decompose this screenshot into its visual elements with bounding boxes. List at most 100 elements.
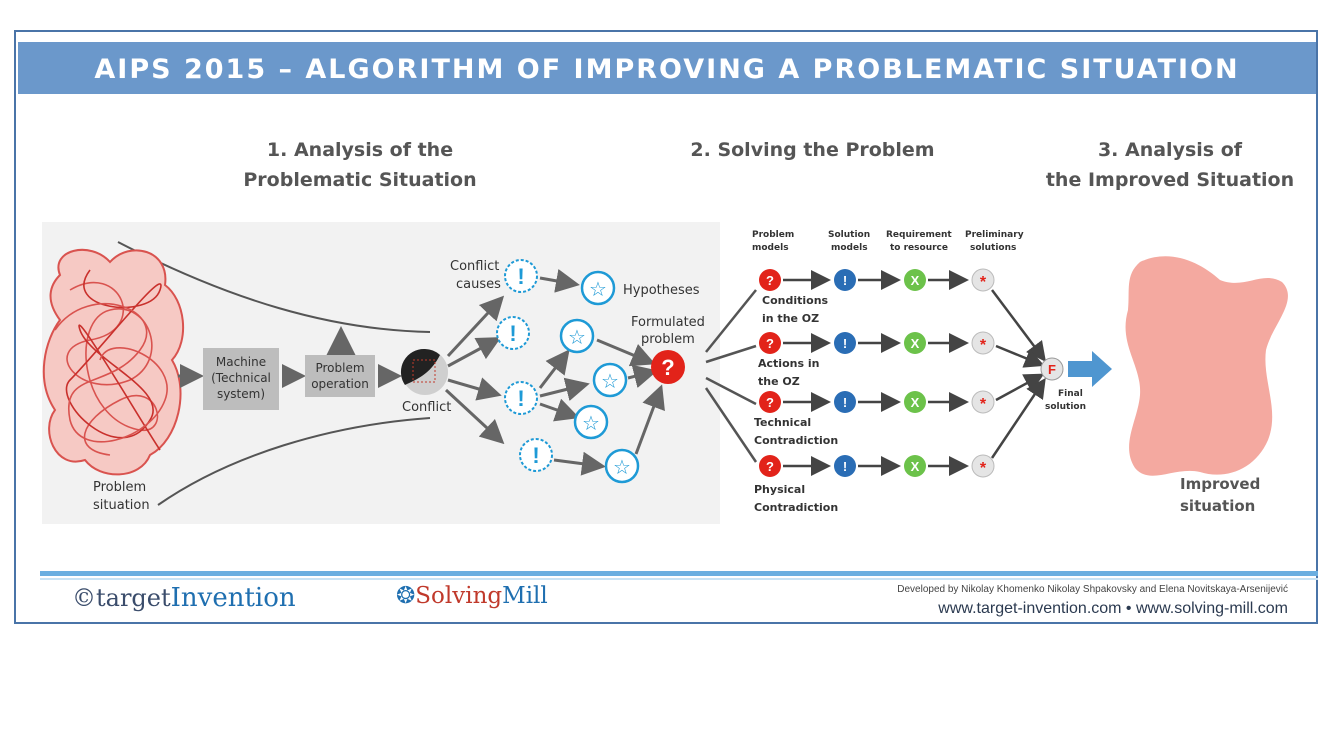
logo-mill-text: Mill	[502, 583, 548, 609]
svg-text:!: !	[843, 395, 847, 410]
machine-label-3: system)	[217, 387, 265, 401]
row-label-3-line-2: Contradiction	[754, 434, 838, 447]
problem-operation-label-1: Problem	[315, 361, 364, 375]
svg-text:!: !	[517, 264, 524, 289]
logo-solving-text: Solving	[415, 583, 503, 609]
col-header-4-line-2: solutions	[970, 243, 1016, 253]
svg-text:!: !	[509, 321, 516, 346]
row-label-3-line-1: Technical	[754, 416, 811, 429]
col-header-4-line-1: Preliminary	[965, 230, 1024, 240]
stage-2-heading: 2. Solving the Problem	[690, 139, 935, 161]
row-label-4-line-1: Physical	[754, 483, 805, 496]
hypothesis-icon-5: ☆	[604, 448, 640, 484]
row-4: ? ! X *	[759, 454, 995, 478]
col-header-3-line-2: to resource	[890, 243, 948, 253]
column-headers: Problem models Solution models Requireme…	[752, 230, 1024, 253]
stage-1-line-2: Problematic Situation	[243, 169, 477, 191]
svg-text:☆: ☆	[582, 413, 600, 435]
svg-text:!: !	[843, 273, 847, 288]
formulated-problem-label-1: Formulated	[631, 315, 705, 330]
row-label-4-line-2: Contradiction	[754, 501, 838, 514]
stage-1-heading: 1. Analysis of the Problematic Situation	[230, 135, 490, 195]
svg-text:X: X	[911, 395, 920, 410]
solving-mill-logo: ❂SolvingMill	[396, 583, 548, 609]
svg-text:!: !	[843, 336, 847, 351]
logo-target-text: ©target	[72, 584, 171, 612]
result-arrow-icon	[1068, 351, 1112, 387]
svg-text:!: !	[843, 459, 847, 474]
svg-text:☆: ☆	[613, 457, 631, 479]
stage-3-line-1: 3. Analysis of	[1097, 139, 1243, 161]
svg-text:!: !	[517, 386, 524, 411]
svg-text:!: !	[532, 443, 539, 468]
svg-text:X: X	[911, 273, 920, 288]
stage-3-line-2: the Improved Situation	[1045, 169, 1295, 191]
svg-text:*: *	[980, 396, 987, 413]
svg-text:*: *	[980, 337, 987, 354]
final-solution-icon: F	[1040, 357, 1064, 381]
solution-rows: ? ! X * ? ! X * ? ! X * ?	[759, 268, 995, 478]
problem-operation-label-2: operation	[311, 377, 369, 391]
funnel-bottom-curve	[157, 417, 431, 506]
improved-situation-label-1: Improved	[1180, 475, 1260, 493]
col-header-1-line-2: models	[752, 243, 789, 253]
cause-icon-2: !	[496, 316, 530, 350]
machine-label-2: (Technical	[211, 371, 271, 385]
svg-text:*: *	[980, 274, 987, 291]
stage-3-heading: 3. Analysis of the Improved Situation	[1040, 135, 1300, 195]
conflict-icon	[400, 348, 448, 395]
footer-divider-light	[40, 578, 1318, 580]
improved-situation-shape	[1125, 256, 1288, 476]
machine-label-1: Machine	[216, 355, 266, 369]
problem-situation-label-1: Problem	[93, 480, 146, 495]
row-label-1-line-1: Conditions	[762, 294, 829, 307]
slide-title: AIPS 2015 – ALGORITHM OF IMPROVING A PRO…	[18, 42, 1316, 94]
developer-credit: Developed by Nikolay Khomenko Nikolay Sh…	[897, 584, 1288, 595]
row-3: ? ! X *	[759, 390, 995, 414]
stage-1-line-1: 1. Analysis of the	[266, 139, 454, 161]
row-2: ? ! X *	[759, 331, 995, 355]
hypothesis-icon-4: ☆	[573, 404, 609, 440]
cause-icon-4: !	[519, 438, 553, 472]
hypothesis-icon-1: ☆	[580, 270, 616, 306]
svg-text:X: X	[911, 336, 920, 351]
row-labels: Conditions in the OZ Actions in the OZ T…	[754, 294, 838, 514]
final-solution-label-2: solution	[1045, 402, 1086, 412]
col-header-2-line-1: Solution	[828, 230, 870, 240]
svg-text:☆: ☆	[568, 327, 586, 349]
row-label-2-line-2: the OZ	[758, 375, 800, 388]
conflict-causes-label-1: Conflict	[450, 259, 499, 274]
svg-text:?: ?	[766, 459, 774, 474]
machine-box	[203, 348, 279, 410]
hypotheses-label: Hypotheses	[623, 283, 700, 298]
formulated-problem-label-2: problem	[641, 332, 695, 347]
conflict-causes-label-2: causes	[456, 277, 501, 292]
improved-situation-label-2: situation	[1180, 497, 1255, 515]
cause-icon-1: !	[504, 259, 538, 293]
final-symbol: F	[1048, 362, 1056, 377]
target-invention-logo: ©targetInvention	[72, 583, 296, 613]
website-links: www.target-invention.com • www.solving-m…	[938, 600, 1288, 617]
hypothesis-icons: ☆ ☆ ☆ ☆ ☆	[559, 270, 640, 484]
cause-icons: ! ! ! !	[496, 259, 553, 472]
svg-text:?: ?	[766, 395, 774, 410]
svg-text:☆: ☆	[589, 279, 607, 301]
svg-text:X: X	[911, 459, 920, 474]
col-header-1-line-1: Problem	[752, 230, 794, 240]
cause-icon-3: !	[504, 381, 538, 415]
problem-situation-label-2: situation	[93, 498, 150, 513]
svg-text:*: *	[980, 460, 987, 477]
row-label-1-line-2: in the OZ	[762, 312, 819, 325]
svg-text:☆: ☆	[601, 371, 619, 393]
col-header-2-line-2: models	[831, 243, 868, 253]
row-label-2-line-1: Actions in	[758, 357, 819, 370]
hypothesis-icon-2: ☆	[559, 318, 595, 354]
svg-text:?: ?	[661, 355, 674, 380]
problem-operation-box	[305, 355, 375, 397]
footer-divider	[40, 571, 1318, 576]
final-solution-label-1: Final	[1058, 389, 1083, 399]
row-1: ? ! X *	[759, 268, 995, 292]
hypothesis-icon-3: ☆	[592, 362, 628, 398]
solving-mill-icon: ❂	[396, 583, 416, 609]
